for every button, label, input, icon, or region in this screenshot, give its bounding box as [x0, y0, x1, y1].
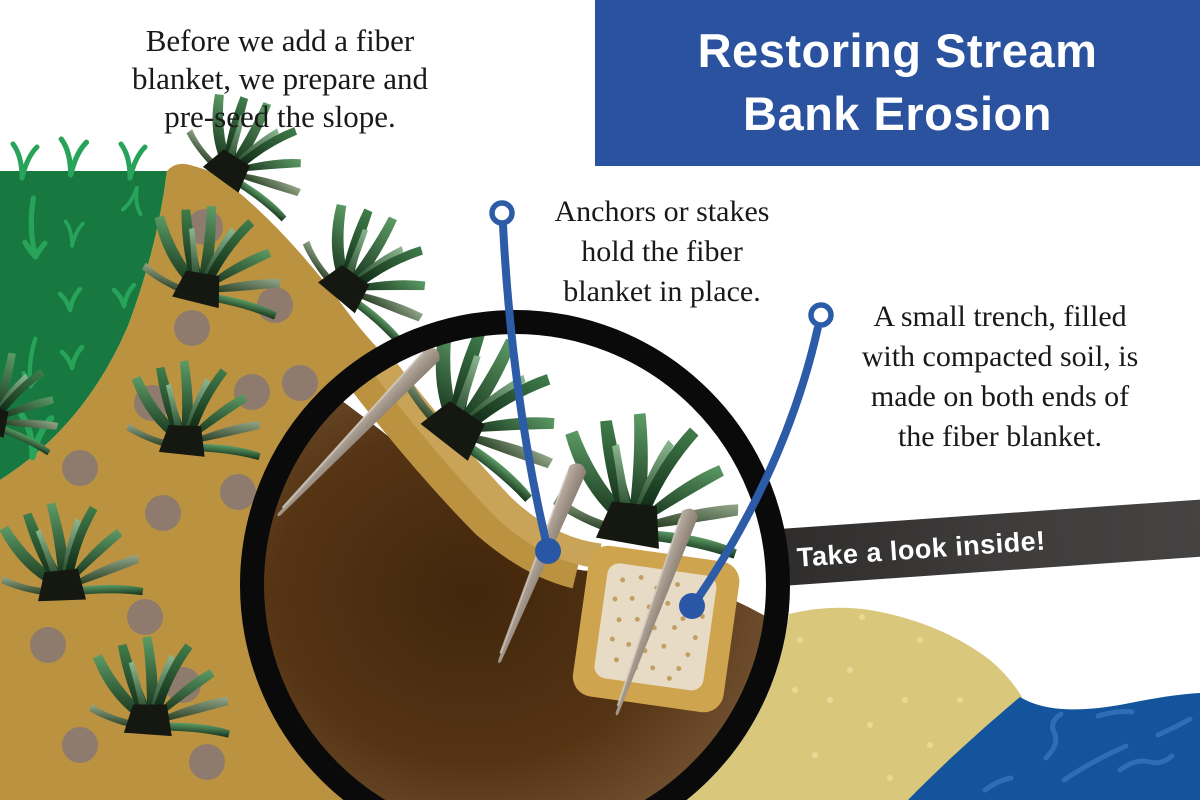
title-line-1: Restoring Stream — [697, 24, 1098, 77]
note-anchors-line-2: hold the fiber — [581, 235, 743, 268]
trench-leader-ring — [808, 302, 834, 328]
stream-water — [908, 693, 1200, 800]
fiber-blanket — [333, 333, 602, 569]
lens-ring — [240, 310, 790, 800]
anchors-leader-ring — [489, 200, 515, 226]
note-prepare-line-3: pre-seed the slope. — [164, 99, 396, 134]
note-anchors-line-1: Anchors or stakes — [554, 195, 770, 228]
anchors-leader-dot — [535, 538, 561, 564]
note-trench-line-2: with compacted soil, is — [861, 340, 1139, 373]
note-prepare-line-2: blanket, we prepare and — [131, 61, 429, 96]
sand-bank — [686, 607, 1022, 800]
anchors-leader-line — [499, 224, 552, 551]
title-line-2: Bank Erosion — [743, 87, 1052, 140]
note-trench-line-1: A small trench, filled — [873, 300, 1127, 333]
note-anchors-line-3: blanket in place. — [563, 275, 761, 308]
magnifier-lens — [240, 310, 790, 800]
anchor-stake — [498, 463, 587, 663]
trench-leader-line — [690, 326, 822, 607]
lens-interior — [263, 333, 767, 800]
title-banner: Restoring Stream Bank Erosion — [595, 0, 1200, 166]
anchor-stake — [615, 508, 698, 716]
note-trench-line-3: made on both ends of — [870, 380, 1130, 413]
note-trench-line-4: the fiber blanket. — [897, 420, 1103, 453]
water-ripples — [982, 709, 1193, 793]
note-anchors: Anchors or stakes hold the fiber blanket… — [512, 192, 812, 312]
anchor-stake — [277, 347, 440, 517]
note-prepare: Before we add a fiber blanket, we prepar… — [57, 22, 503, 136]
trench-leader-dot — [679, 593, 705, 619]
note-trench: A small trench, filled with compacted so… — [828, 297, 1172, 457]
sand-speckles — [792, 614, 963, 781]
callout-leaders — [489, 200, 834, 619]
note-prepare-line-1: Before we add a fiber — [145, 23, 415, 58]
ribbon: Take a look inside! — [765, 498, 1200, 587]
